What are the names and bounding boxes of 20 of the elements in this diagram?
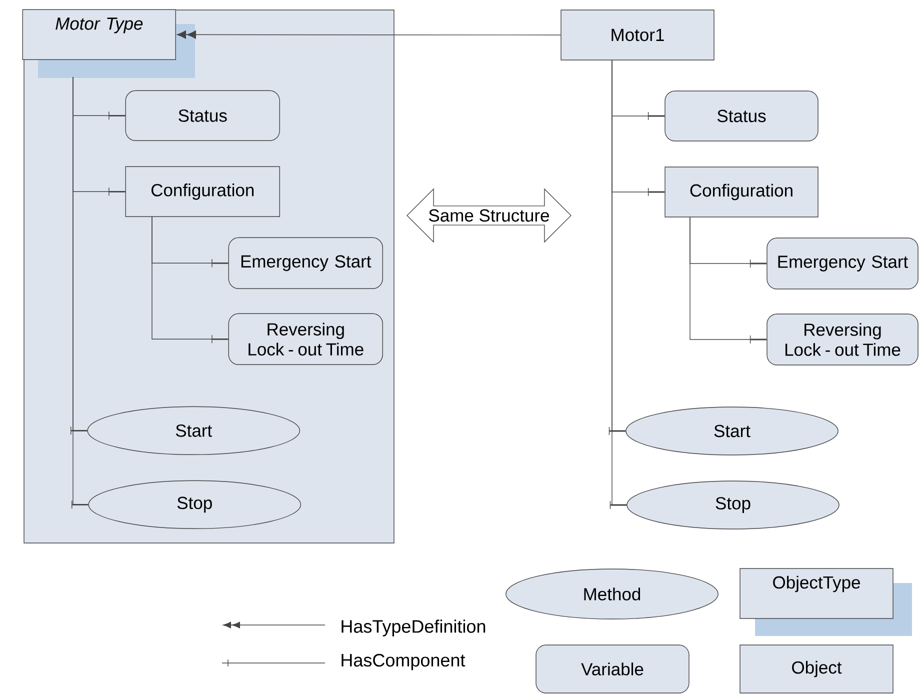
object-box: Object — [740, 644, 894, 694]
object-box: Configuration — [125, 166, 280, 217]
variable-box: Reversing Lock - out Time — [228, 313, 383, 366]
connector — [690, 217, 767, 344]
object-type-box: Motor Type — [22, 9, 176, 60]
legend-text: HasComponent — [342, 654, 466, 670]
variable-box: Variable — [536, 644, 690, 694]
variable-box: Emergency Start — [766, 238, 918, 290]
legend-text: HasTypeDefinition — [342, 620, 486, 636]
variable-box: Status — [125, 90, 280, 141]
object-type-box: ObjectType — [740, 568, 894, 619]
connector — [152, 216, 228, 344]
object-box: Configuration — [664, 166, 818, 218]
connector — [72, 76, 88, 509]
variable-box: Emergency Start — [228, 237, 383, 289]
connector — [176, 30, 561, 39]
variable-box: Status — [664, 90, 818, 142]
variable-box: Reversing Lock - out Time — [766, 314, 918, 366]
object-box: Motor1 — [560, 10, 714, 60]
connector — [610, 60, 627, 510]
